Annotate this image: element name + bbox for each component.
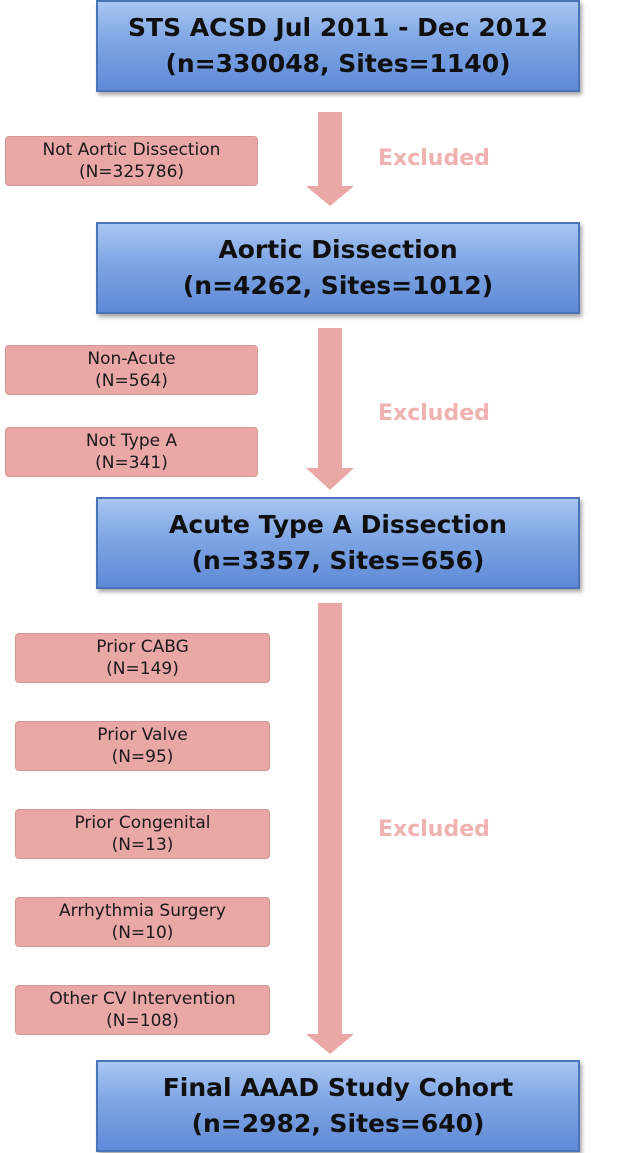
exclusion-box: Non-Acute (N=564): [5, 345, 258, 395]
exclusion-count: (N=13): [111, 835, 174, 855]
step-box-acute-type-a: Acute Type A Dissection (n=3357, Sites=6…: [96, 497, 580, 589]
step-title: Aortic Dissection: [218, 235, 458, 264]
step-counts: (n=3357, Sites=656): [191, 546, 485, 575]
step-title: Final AAAD Study Cohort: [162, 1073, 514, 1102]
step-box-source: STS ACSD Jul 2011 - Dec 2012 (n=330048, …: [96, 0, 580, 92]
excluded-label: Excluded: [378, 146, 490, 171]
down-arrow-2: [306, 328, 354, 490]
exclusion-label: Prior Valve: [97, 725, 188, 745]
down-arrow-3: [306, 603, 354, 1054]
exclusion-count: (N=341): [95, 453, 168, 473]
exclusion-count: (N=108): [106, 1011, 179, 1031]
exclusion-box: Other CV Intervention (N=108): [15, 985, 270, 1035]
exclusion-box: Arrhythmia Surgery (N=10): [15, 897, 270, 947]
exclusion-count: (N=564): [95, 371, 168, 391]
step-counts: (n=2982, Sites=640): [191, 1109, 485, 1138]
exclusion-box: Not Type A (N=341): [5, 427, 258, 477]
exclusion-box: Prior Valve (N=95): [15, 721, 270, 771]
exclusion-box: Prior Congenital (N=13): [15, 809, 270, 859]
step-box-aortic-dissection: Aortic Dissection (n=4262, Sites=1012): [96, 222, 580, 314]
exclusion-label: Prior CABG: [96, 637, 189, 657]
exclusion-label: Non-Acute: [87, 349, 176, 369]
exclusion-box: Not Aortic Dissection (N=325786): [5, 136, 258, 186]
exclusion-label: Prior Congenital: [74, 813, 211, 833]
exclusion-count: (N=10): [111, 923, 174, 943]
step-title: STS ACSD Jul 2011 - Dec 2012: [128, 13, 548, 42]
exclusion-count: (N=149): [106, 659, 179, 679]
excluded-label: Excluded: [378, 817, 490, 842]
exclusion-count: (N=325786): [78, 162, 185, 182]
exclusion-box: Prior CABG (N=149): [15, 633, 270, 683]
down-arrow-1: [306, 112, 354, 206]
step-counts: (n=330048, Sites=1140): [165, 49, 511, 78]
exclusion-label: Other CV Intervention: [49, 989, 236, 1009]
exclusion-label: Arrhythmia Surgery: [59, 901, 226, 921]
step-box-final-cohort: Final AAAD Study Cohort (n=2982, Sites=6…: [96, 1060, 580, 1152]
exclusion-count: (N=95): [111, 747, 174, 767]
step-counts: (n=4262, Sites=1012): [182, 271, 494, 300]
excluded-label: Excluded: [378, 401, 490, 426]
step-title: Acute Type A Dissection: [169, 510, 507, 539]
exclusion-label: Not Aortic Dissection: [42, 140, 221, 160]
exclusion-label: Not Type A: [85, 431, 178, 451]
